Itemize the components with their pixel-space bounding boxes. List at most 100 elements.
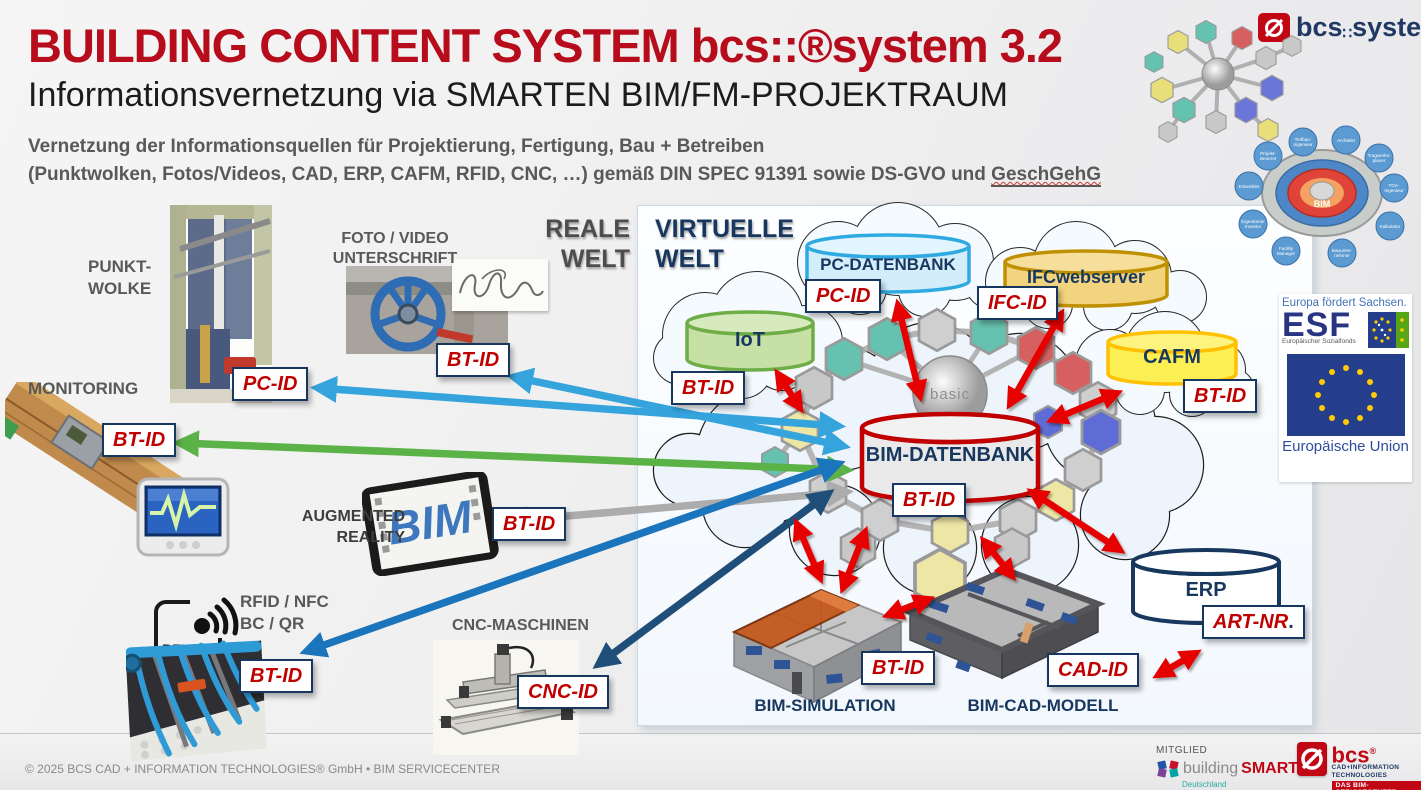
description-line-2-text: (Punktwolken, Fotos/Videos, CAD, ERP, CA… <box>28 164 992 185</box>
monitor-waveform-icon <box>136 477 230 557</box>
label-augmented-reality: AUGMENTED REALITY <box>255 506 405 548</box>
page-title: BUILDING CONTENT SYSTEM bcs::®system 3.2 <box>28 19 1063 72</box>
badge-bt-id-foto: BT-ID <box>436 343 511 377</box>
label-punktwolke: PUNKT- WOLKE <box>88 256 180 300</box>
role-6: Eigentümer <box>1241 219 1265 224</box>
label-pc-datenbank: PC-DATENBANK <box>820 255 956 274</box>
role-4: Entwickler <box>1239 184 1260 189</box>
label-erp: ERP <box>1185 579 1227 601</box>
copyright-text: © 2025 BCS CAD + INFORMATION TECHNOLOGIE… <box>25 762 500 776</box>
role-bubbles: Tiefbau-Ingenieur Architekt Projekt-steu… <box>1234 125 1409 268</box>
reale-line1: REALE <box>545 215 630 243</box>
ar-line1: AUGMENTED <box>301 508 405 525</box>
svg-text:TGA-Ingenieur: TGA-Ingenieur <box>1384 183 1404 193</box>
badge-bt-id-ar: BT-ID <box>492 507 567 541</box>
svg-text:Bauunter-nehmer: Bauunter-nehmer <box>1332 248 1353 258</box>
description-line-1: Vernetzung der Informationsquellen für P… <box>28 136 765 157</box>
role-6b: Investor <box>1245 224 1262 229</box>
badge-bt-id-cafm: BT-ID <box>1183 379 1258 413</box>
role-5b: Ingenieur <box>1384 188 1404 193</box>
wheel-center-label: BIM <box>1314 199 1331 209</box>
esf-flag-icon <box>1368 312 1409 348</box>
bcs-name-text: bcs <box>1331 742 1370 768</box>
role-0b: Ingenieur <box>1293 142 1313 147</box>
label-ifcwebserver: IFCwebserver <box>1026 267 1146 287</box>
ar-line2: REALITY <box>336 529 405 546</box>
badge-art-nr: ART-NR. <box>1202 605 1305 639</box>
role-3: Tragwerks- <box>1368 153 1391 158</box>
brand-text: bcs∷system <box>1296 12 1421 43</box>
buildingsmart-building: building <box>1183 760 1239 777</box>
brand-system: system <box>1352 12 1421 42</box>
bcs-square-icon <box>1258 13 1290 42</box>
bcs-footer-name: bcs® <box>1331 742 1377 768</box>
rfid-line2: BC / QR <box>240 614 305 633</box>
rfid-line1: RFID / NFC <box>240 592 329 611</box>
badge-ifc-id: IFC-ID <box>977 286 1058 320</box>
punkt-line2: WOLKE <box>88 279 152 298</box>
role-8b: Manager <box>1277 251 1296 256</box>
label-reale-welt: REALE WELT <box>505 214 630 274</box>
bcs-footer-line1: CAD+INFORMATION <box>1331 764 1400 772</box>
label-virtuelle-welt: VIRTUELLE WELT <box>655 214 794 274</box>
art-nr-dot: . <box>1288 611 1294 633</box>
label-bim-datenbank: BIM-DATENBANK <box>865 444 1035 466</box>
svg-text:Architekt: Architekt <box>1337 138 1356 143</box>
label-cnc-maschinen: CNC-MASCHINEN <box>452 617 589 634</box>
role-9b: nehmer <box>1334 253 1350 258</box>
role-9: Bauunter- <box>1332 248 1353 253</box>
foto-line1: FOTO / VIDEO <box>341 230 449 247</box>
art-nr-text: ART-NR <box>1213 611 1289 633</box>
badge-bt-id-simulation: BT-ID <box>861 651 936 685</box>
svg-text:Kalkulator: Kalkulator <box>1380 224 1401 229</box>
eu-flag <box>1286 354 1405 436</box>
description-line-2: (Punktwolken, Fotos/Videos, CAD, ERP, CA… <box>28 164 1101 187</box>
label-monitoring: MONITORING <box>28 379 139 398</box>
role-0: Tiefbau- <box>1295 137 1312 142</box>
badge-bt-id-rfid: BT-ID <box>239 659 314 693</box>
role-5: TGA- <box>1389 183 1400 188</box>
brand-separator: ∷ <box>1342 25 1353 42</box>
foto-line2: UNTERSCHRIFT <box>332 250 458 267</box>
bcs-footer-bar: DAS BIM-SERVICECENTER <box>1331 781 1421 790</box>
badge-bt-id-bim: BT-ID <box>892 483 967 517</box>
badge-cnc-id: CNC-ID <box>517 675 609 709</box>
svg-text:Tragwerks-planer: Tragwerks-planer <box>1368 153 1391 163</box>
label-bim-cad-modell: BIM-CAD-MODELL <box>967 696 1119 715</box>
rfid-mat-image <box>126 640 267 762</box>
svg-text:Tiefbau-Ingenieur: Tiefbau-Ingenieur <box>1293 137 1313 147</box>
label-bim-simulation: BIM-SIMULATION <box>754 696 896 715</box>
role-2b: steuerer <box>1260 156 1277 161</box>
bcs-footer-line2: TECHNOLOGIES <box>1331 771 1388 779</box>
brand-bcs: bcs <box>1296 12 1343 42</box>
role-8: Facility <box>1279 246 1294 251</box>
virtuelle-line1: VIRTUELLE <box>655 215 794 243</box>
punktwolke-image <box>170 205 272 403</box>
mitglied-label: MITGLIED <box>1156 745 1208 756</box>
label-rfid-nfc: RFID / NFC BC / QR <box>240 591 329 635</box>
badge-bt-id-monitoring: BT-ID <box>102 423 177 457</box>
esf-logo: ESF Europäischer Sozialfonds <box>1279 306 1412 350</box>
badge-bt-id-iot: BT-ID <box>671 371 746 405</box>
signature-image <box>452 259 548 311</box>
role-7: Kalkulator <box>1380 224 1401 229</box>
bcs-system-logo: bcs∷system <box>1258 12 1421 43</box>
svg-text:Projekt-steuerer: Projekt-steuerer <box>1260 151 1277 161</box>
bcs-footer-logo: bcs® CAD+INFORMATION TECHNOLOGIES DAS BI… <box>1297 742 1421 790</box>
eu-label: Europäische Union <box>1282 438 1409 455</box>
svg-text:Entwickler: Entwickler <box>1239 184 1260 189</box>
badge-pc-id-real: PC-ID <box>232 367 309 401</box>
esf-eu-card: Europa fördert Sachsen. ESF Europäischer… <box>1279 294 1412 482</box>
label-iot: IoT <box>735 329 765 351</box>
esf-acronym: ESF <box>1282 306 1352 344</box>
buildingsmart-smart: SMART. <box>1241 760 1301 777</box>
hex-network-graphic <box>1144 19 1302 143</box>
bcs-footer-icon <box>1297 742 1327 776</box>
bim-roles-wheel: BIM Tiefbau-Ingenieur Architekt Projekt-… <box>1234 125 1409 268</box>
badge-cad-id: CAD-ID <box>1047 653 1139 687</box>
role-2: Projekt- <box>1260 151 1276 156</box>
virtuelle-line2: WELT <box>655 245 724 273</box>
